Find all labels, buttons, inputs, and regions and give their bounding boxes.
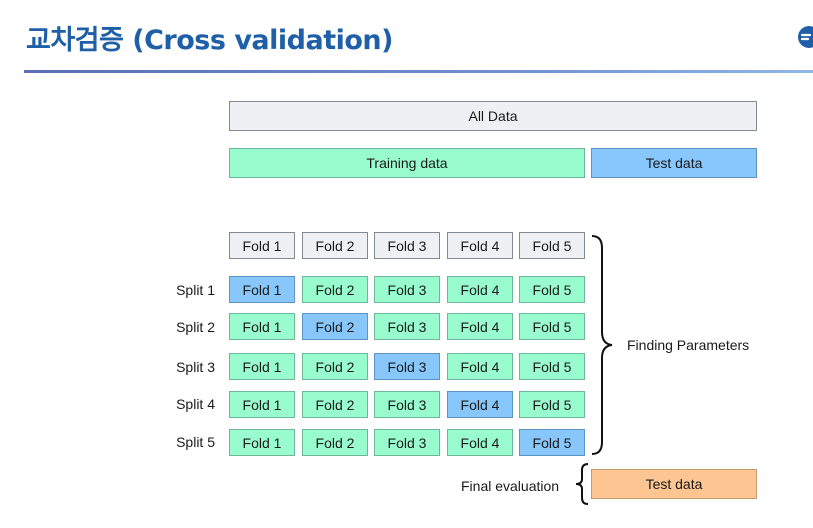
split-5-fold-1: Fold 1 (229, 429, 295, 456)
all-data-label: All Data (468, 108, 518, 124)
split-5-fold-3: Fold 3 (374, 429, 440, 456)
split-3-fold-4: Fold 4 (447, 353, 513, 380)
split-label-3: Split 3 (176, 359, 215, 375)
split-1-fold-3: Fold 3 (374, 276, 440, 303)
header-fold-3: Fold 3 (374, 232, 440, 259)
split-4-fold-1: Fold 1 (229, 391, 295, 418)
split-3-fold-5: Fold 5 (519, 353, 585, 380)
split-3-fold-1: Fold 1 (229, 353, 295, 380)
final-test-data-bar: Test data (591, 469, 757, 499)
page-title: 교차검증 (Cross validation) (26, 25, 393, 56)
split-2-fold-3: Fold 3 (374, 313, 440, 340)
split-2-fold-4: Fold 4 (447, 313, 513, 340)
final-evaluation-label: Final evaluation (461, 478, 560, 494)
split-4-fold-5: Fold 5 (519, 391, 585, 418)
split-label-2: Split 2 (176, 319, 215, 335)
header-fold-5: Fold 5 (519, 232, 585, 259)
finding-parameters-brace (591, 235, 613, 455)
header-fold-1: Fold 1 (229, 232, 295, 259)
final-evaluation-brace (575, 463, 589, 505)
final-test-data-label: Test data (645, 476, 703, 492)
split-3-fold-3: Fold 3 (374, 353, 440, 380)
split-5-fold-4: Fold 4 (447, 429, 513, 456)
test-data-label: Test data (645, 155, 703, 171)
all-data-bar: All Data (229, 101, 757, 131)
split-5-fold-2: Fold 2 (302, 429, 368, 456)
split-4-fold-4: Fold 4 (447, 391, 513, 418)
split-2-fold-1: Fold 1 (229, 313, 295, 340)
split-2-fold-2: Fold 2 (302, 313, 368, 340)
split-5-fold-5: Fold 5 (519, 429, 585, 456)
split-4-fold-2: Fold 2 (302, 391, 368, 418)
split-3-fold-2: Fold 2 (302, 353, 368, 380)
logo-icon (798, 26, 813, 48)
training-data-bar: Training data (229, 148, 585, 178)
split-1-fold-4: Fold 4 (447, 276, 513, 303)
header-fold-4: Fold 4 (447, 232, 513, 259)
split-2-fold-5: Fold 5 (519, 313, 585, 340)
title-divider (24, 70, 813, 73)
split-label-5: Split 5 (176, 434, 215, 450)
finding-parameters-label: Finding Parameters (627, 337, 750, 353)
header-fold-2: Fold 2 (302, 232, 368, 259)
training-data-label: Training data (366, 155, 448, 171)
split-1-fold-5: Fold 5 (519, 276, 585, 303)
split-4-fold-3: Fold 3 (374, 391, 440, 418)
split-1-fold-1: Fold 1 (229, 276, 295, 303)
test-data-bar: Test data (591, 148, 757, 178)
split-label-4: Split 4 (176, 396, 215, 412)
split-1-fold-2: Fold 2 (302, 276, 368, 303)
split-label-1: Split 1 (176, 282, 215, 298)
